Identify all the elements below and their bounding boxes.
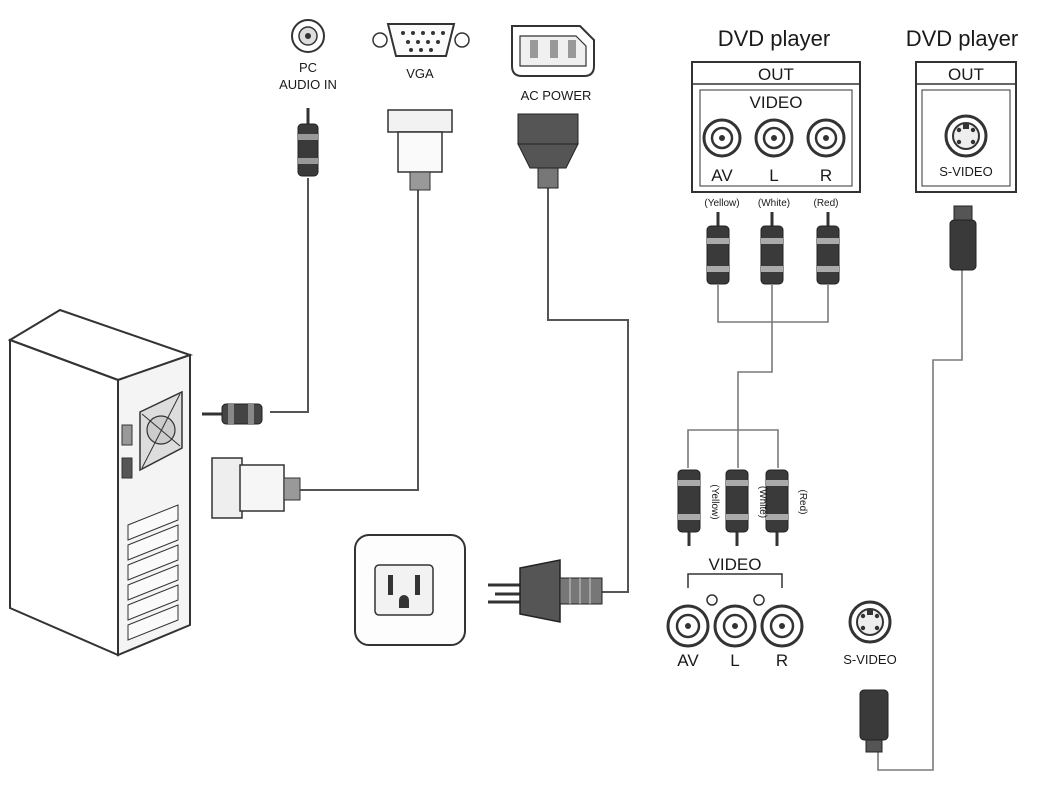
dvd-left-port-l: L <box>769 166 778 185</box>
ac-power-port <box>511 25 595 77</box>
pc-audio-plug <box>202 403 263 425</box>
dvd-left-rca-plugs <box>706 212 840 285</box>
dvd-right-svideo-plug <box>949 205 977 271</box>
monitor-rca-plugs <box>677 469 789 546</box>
dvd-left-jack-r <box>806 118 846 158</box>
ac-power-label: AC POWER <box>521 88 592 103</box>
monitor-svideo-plug <box>859 689 889 753</box>
monitor-svideo-jack <box>848 600 892 644</box>
dvd-left-jack-av <box>702 118 742 158</box>
dvd-left-color-red: (Red) <box>813 198 838 209</box>
pc-vga-plug <box>211 457 301 519</box>
monitor-plug-red-label: (Red) <box>797 489 808 514</box>
vga-cable <box>300 190 419 491</box>
pc-audio-label-1: PC <box>299 60 317 75</box>
monitor-plug-white-label: (White) <box>757 486 768 518</box>
monitor-jacks <box>666 594 804 648</box>
svideo-cable <box>877 270 963 771</box>
pc-audio-label-2: AUDIO IN <box>279 77 337 92</box>
dvd-left-jack-l <box>754 118 794 158</box>
monitor-video-label: VIDEO <box>709 555 762 574</box>
dvd-left-color-yellow: (Yellow) <box>704 198 739 209</box>
vga-label: VGA <box>406 66 434 81</box>
rca-cable <box>687 285 829 468</box>
monitor-port-l: L <box>730 651 739 670</box>
pc-tower <box>7 308 301 657</box>
vga-port <box>372 23 470 57</box>
dvd-left-color-white: (White) <box>758 198 790 209</box>
monitor-jack-av <box>666 604 710 648</box>
monitor-video-bracket <box>687 573 783 588</box>
cables <box>270 178 963 771</box>
dvd-left-port-r: R <box>820 166 832 185</box>
power-cable <box>547 188 629 593</box>
audio-cable <box>270 178 309 413</box>
pc-audio-port <box>291 19 325 53</box>
ac-cable-plug <box>517 113 579 189</box>
dvd-left-title: DVD player <box>718 26 830 51</box>
wall-outlet <box>354 534 466 646</box>
ac-plug <box>488 559 603 623</box>
monitor-svideo-label: S-VIDEO <box>843 652 896 667</box>
dvd-left-video-label: VIDEO <box>750 93 803 112</box>
audio-jack-plug <box>297 108 319 177</box>
dvd-left-out-label: OUT <box>758 65 794 84</box>
monitor-port-av: AV <box>677 651 699 670</box>
dvd-right-out-label: OUT <box>948 65 984 84</box>
monitor-jack-l <box>713 604 757 648</box>
monitor-port-r: R <box>776 651 788 670</box>
monitor-jack-r <box>760 604 804 648</box>
dvd-right-svideo-jack <box>944 114 988 158</box>
dvd-right-svideo-label: S-VIDEO <box>939 164 992 179</box>
dvd-left-port-av: AV <box>711 166 733 185</box>
monitor-plug-yellow-label: (Yellow) <box>709 484 720 519</box>
dvd-right-title: DVD player <box>906 26 1018 51</box>
vga-plug <box>387 109 453 191</box>
